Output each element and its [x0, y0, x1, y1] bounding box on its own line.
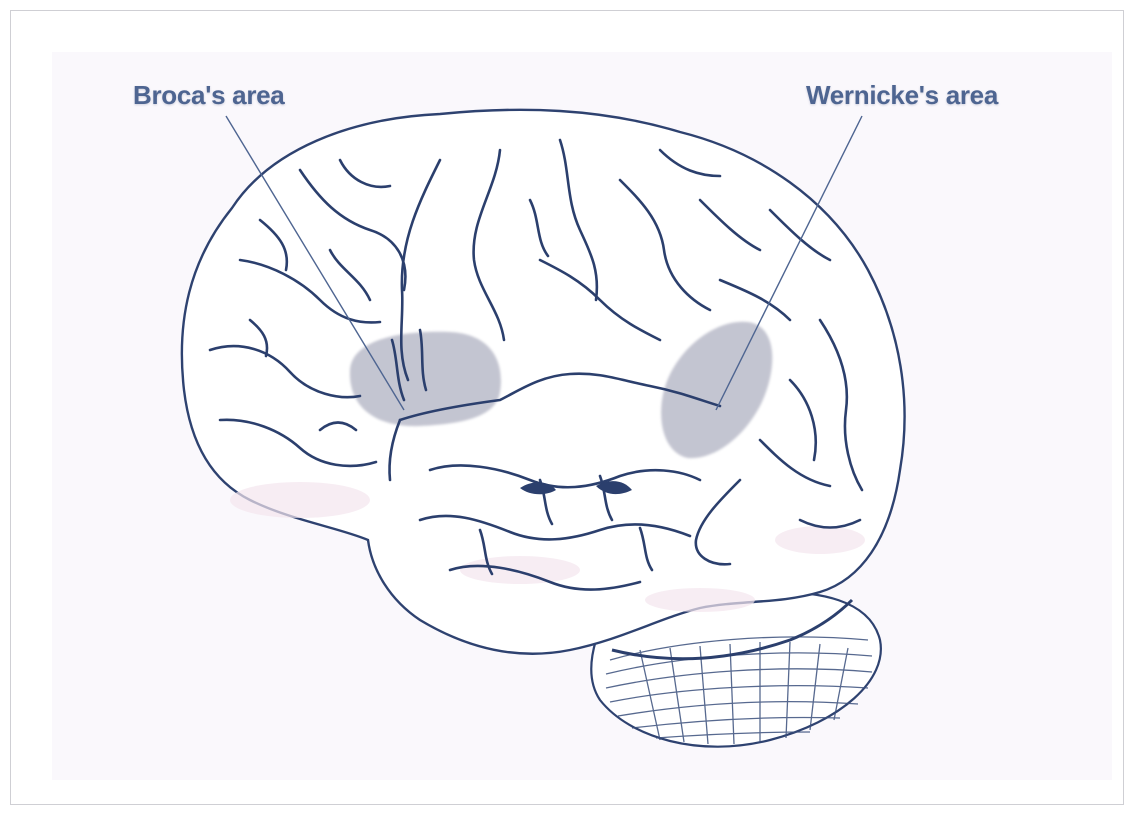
broca-label: Broca's area — [133, 80, 284, 111]
wernicke-label: Wernicke's area — [806, 80, 998, 111]
